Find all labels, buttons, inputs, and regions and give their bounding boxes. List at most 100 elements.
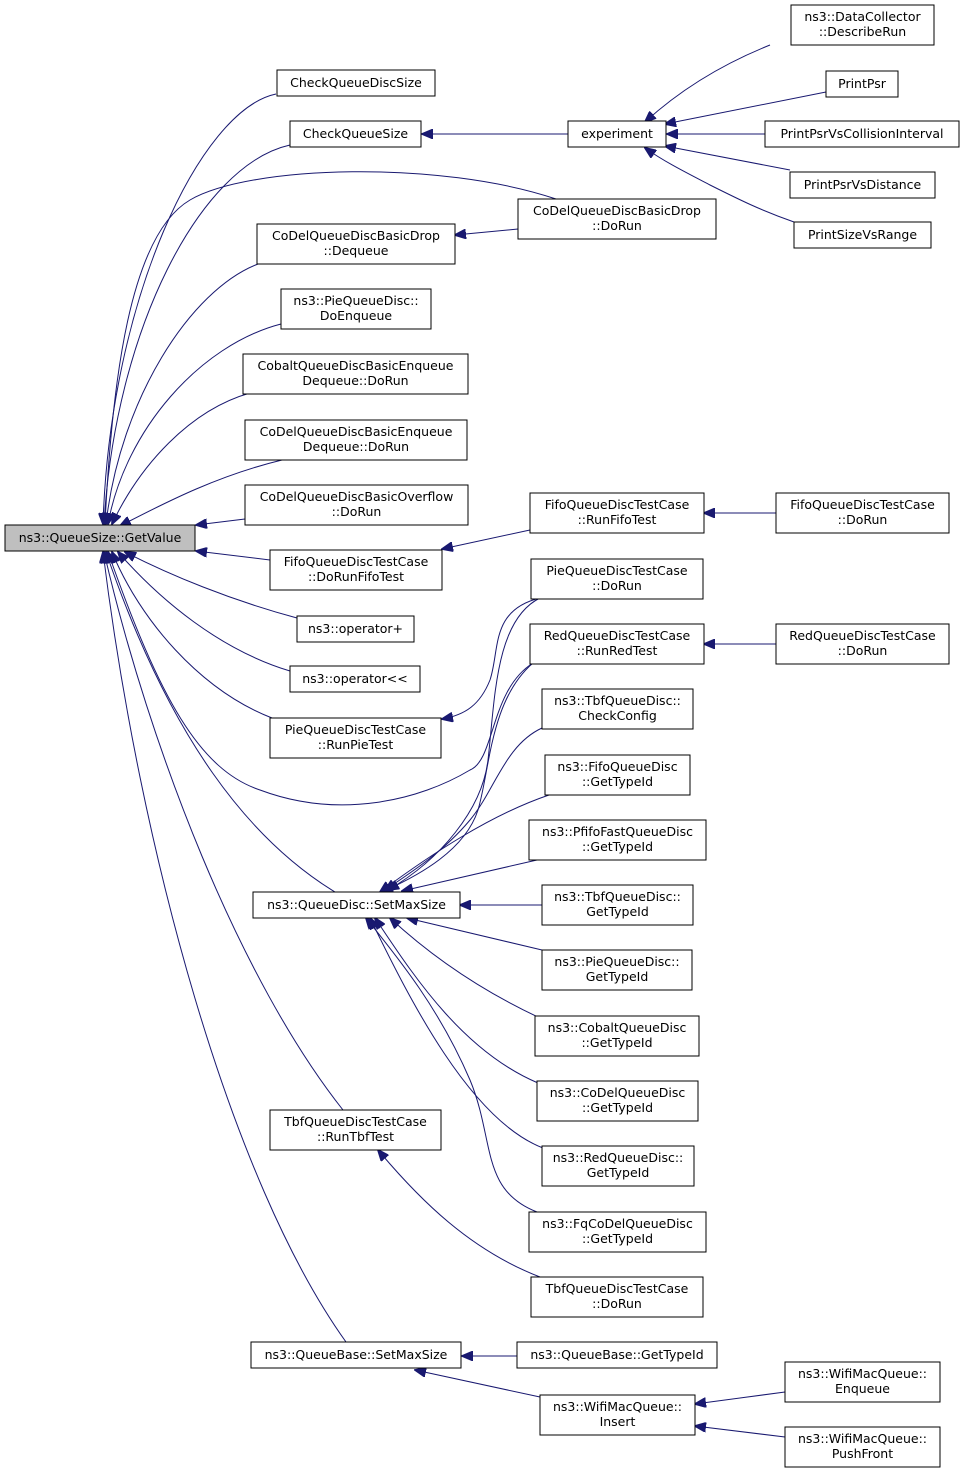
node-wifimacqueue-insert[interactable]: ns3::WifiMacQueue:: Insert	[539, 1394, 696, 1436]
node-fifoqueuedisc-gettypeid[interactable]: ns3::FifoQueueDisc ::GetTypeId	[544, 754, 691, 796]
node-operator-shift[interactable]: ns3::operator<<	[289, 665, 421, 693]
node-label-line2: Dequeue::DoRun	[303, 439, 409, 454]
node-box	[530, 1276, 704, 1318]
node-checkqueuesize[interactable]: CheckQueueSize	[289, 120, 422, 148]
node-box	[536, 1080, 699, 1122]
edge-checkqueuesize-root	[104, 144, 291, 524]
node-label-line2: ::GetTypeId	[582, 1231, 653, 1246]
node-box	[793, 221, 932, 249]
node-pietestcase-runpietest[interactable]: PieQueueDiscTestCase ::RunPieTest	[269, 717, 442, 759]
node-tbftestcase-runtbftest[interactable]: TbfQueueDiscTestCase ::RunTbfTest	[269, 1109, 442, 1151]
node-pietestcase-dorun[interactable]: PieQueueDiscTestCase ::DoRun	[530, 558, 704, 600]
node-box	[539, 1394, 696, 1436]
node-box	[784, 1361, 941, 1403]
edge-cobaltqueuedisc-gettypeid-queuedisc	[390, 918, 541, 1019]
node-label-line1: PieQueueDiscTestCase	[546, 563, 687, 578]
node-label: ns3::QueueBase::SetMaxSize	[265, 1347, 448, 1362]
node-box	[244, 484, 469, 526]
node-label: ns3::QueueDisc::SetMaxSize	[267, 897, 446, 912]
node-queuedisc-setmaxsize[interactable]: ns3::QueueDisc::SetMaxSize	[252, 891, 461, 919]
node-label-line1: RedQueueDiscTestCase	[789, 628, 936, 643]
edge-datacollector-experiment	[645, 44, 771, 122]
edge-tbftestcase-dorun-runtbftest	[378, 1150, 541, 1278]
node-redtestcase-dorun[interactable]: RedQueueDiscTestCase ::DoRun	[775, 623, 950, 665]
node-fifotestcase-runfifotest[interactable]: FifoQueueDiscTestCase ::RunFifoTest	[529, 492, 705, 534]
edge-printpsr-experiment	[665, 91, 827, 124]
node-fqcodelqueuedisc-gettypeid[interactable]: ns3::FqCoDelQueueDisc ::GetTypeId	[528, 1211, 707, 1253]
node-box	[269, 549, 443, 591]
node-cobaltqueuedisc-gettypeid[interactable]: ns3::CobaltQueueDisc ::GetTypeId	[534, 1015, 700, 1057]
edge-fifoqueuedisc-gettypeid-queuedisc	[380, 794, 550, 892]
node-codelbasicenqueuedequeue-dorun[interactable]: CoDelQueueDiscBasicEnqueue Dequeue::DoRu…	[244, 419, 468, 461]
node-box	[530, 558, 704, 600]
node-box	[534, 1015, 700, 1057]
node-box	[775, 623, 950, 665]
node-cobaltbasicenqueuedequeue-dorun[interactable]: CobaltQueueDiscBasicEnqueue Dequeue::DoR…	[242, 353, 469, 395]
node-wifimacqueue-pushfront[interactable]: ns3::WifiMacQueue:: PushFront	[784, 1426, 941, 1468]
node-box	[764, 120, 960, 148]
node-box	[516, 1341, 718, 1369]
node-operator-plus[interactable]: ns3::operator+	[296, 615, 415, 643]
node-label-line2: ::DoRun	[592, 578, 642, 593]
node-printpsrvsdistance[interactable]: PrintPsrVsDistance	[789, 171, 936, 199]
node-label: ns3::operator<<	[302, 671, 408, 686]
node-redtestcase-runredtest[interactable]: RedQueueDiscTestCase ::RunRedTest	[529, 623, 705, 665]
edge-operator-shift-root	[118, 552, 291, 672]
node-experiment[interactable]: experiment	[567, 120, 667, 148]
node-codelbasicoverflow-dorun[interactable]: CoDelQueueDiscBasicOverflow ::DoRun	[244, 484, 469, 526]
node-fifotestcase-dorun[interactable]: FifoQueueDiscTestCase ::DoRun	[775, 492, 950, 534]
node-codelbasicdrop-dequeue[interactable]: CoDelQueueDiscBasicDrop ::Dequeue	[256, 223, 456, 265]
edge-pietestcase-dorun-queuedisc	[388, 597, 541, 890]
node-label-line2: Insert	[600, 1414, 636, 1429]
node-label-line1: FifoQueueDiscTestCase	[545, 497, 690, 512]
node-box	[276, 69, 436, 97]
node-tbfqueuedisc-checkconfig[interactable]: ns3::TbfQueueDisc:: CheckConfig	[541, 688, 694, 730]
node-queuebase-gettypeid[interactable]: ns3::QueueBase::GetTypeId	[516, 1341, 718, 1369]
edge-checkqueuediscsize-root	[103, 93, 277, 524]
node-label-line2: ::DoRun	[838, 512, 888, 527]
edge-printsizevsrange-experiment	[645, 148, 795, 223]
node-label: experiment	[581, 126, 653, 141]
node-wifimacqueue-enqueue[interactable]: ns3::WifiMacQueue:: Enqueue	[784, 1361, 941, 1403]
node-datacollector-describerun[interactable]: ns3::DataCollector ::DescribeRun	[790, 4, 935, 46]
node-label-line2: Enqueue	[835, 1381, 890, 1396]
node-label: ns3::QueueSize::GetValue	[19, 530, 182, 545]
node-fifotestcase-dorunfifotest[interactable]: FifoQueueDiscTestCase ::DoRunFifoTest	[269, 549, 443, 591]
graph-edges	[103, 44, 827, 1438]
node-root[interactable]: ns3::QueueSize::GetValue	[4, 524, 196, 552]
node-codelbasicdrop-dorun[interactable]: CoDelQueueDiscBasicDrop ::DoRun	[517, 198, 717, 240]
node-codelqueuedisc-gettypeid[interactable]: ns3::CoDelQueueDisc ::GetTypeId	[536, 1080, 699, 1122]
node-box	[529, 623, 705, 665]
node-box	[789, 171, 936, 199]
edge-wifimacqueue-pushfront-insert	[695, 1426, 786, 1438]
node-pfifofastqueuedisc-gettypeid[interactable]: ns3::PfifoFastQueueDisc ::GetTypeId	[528, 819, 707, 861]
node-tbftestcase-dorun[interactable]: TbfQueueDiscTestCase ::DoRun	[530, 1276, 704, 1318]
edge-queuedisc-setmaxsize-root	[106, 552, 336, 893]
node-box	[541, 949, 693, 991]
node-box	[528, 819, 707, 861]
edge-wifimacqueue-insert-setmaxsize	[415, 1370, 541, 1398]
edge-codelbasicenqueue-root	[120, 459, 283, 526]
edge-pfifofast-gettypeid-queuedisc	[402, 859, 538, 891]
node-label-line1: ns3::WifiMacQueue::	[553, 1399, 682, 1414]
node-label-line1: FifoQueueDiscTestCase	[284, 554, 429, 569]
node-box	[280, 288, 432, 330]
node-label-line2: Dequeue::DoRun	[302, 373, 408, 388]
node-box	[296, 615, 415, 643]
node-box	[289, 665, 421, 693]
node-piequeuedisc-doenqueue[interactable]: ns3::PieQueueDisc:: DoEnqueue	[280, 288, 432, 330]
node-piequeuedisc-gettypeid[interactable]: ns3::PieQueueDisc:: GetTypeId	[541, 949, 693, 991]
node-printsizevsrange[interactable]: PrintSizeVsRange	[793, 221, 932, 249]
node-queuebase-setmaxsize[interactable]: ns3::QueueBase::SetMaxSize	[250, 1341, 462, 1369]
node-label-line2: CheckConfig	[578, 708, 657, 723]
node-label-line2: ::GetTypeId	[582, 1100, 653, 1115]
node-printpsr[interactable]: PrintPsr	[825, 70, 899, 98]
node-tbfqueuedisc-gettypeid[interactable]: ns3::TbfQueueDisc:: GetTypeId	[541, 884, 694, 926]
node-printpsrvscollisioninterval[interactable]: PrintPsrVsCollisionInterval	[764, 120, 960, 148]
node-checkqueuediscsize[interactable]: CheckQueueDiscSize	[276, 69, 436, 97]
node-redqueuedisc-gettypeid[interactable]: ns3::RedQueueDisc:: GetTypeId	[541, 1145, 695, 1187]
node-label: CheckQueueDiscSize	[290, 75, 422, 90]
node-label-line1: TbfQueueDiscTestCase	[545, 1281, 689, 1296]
node-box	[250, 1341, 462, 1369]
